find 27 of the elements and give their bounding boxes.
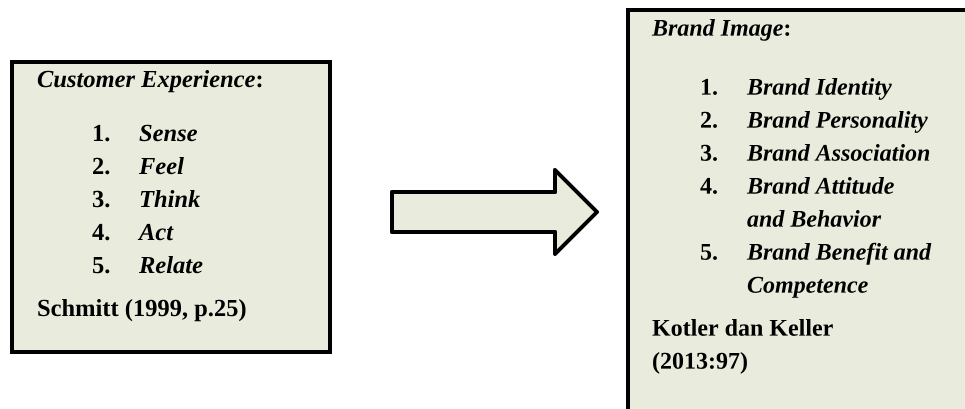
list-item: Act bbox=[138, 224, 174, 240]
list-item: Brand Attitude and Behavior bbox=[746, 177, 894, 227]
source-citation: Kotler dan Keller (2013:97) bbox=[652, 319, 833, 374]
box-heading: Customer Experience: bbox=[38, 70, 262, 92]
list-item: Brand Identity bbox=[746, 78, 892, 100]
list-number: 4. bbox=[92, 224, 110, 240]
list-item: Feel bbox=[138, 157, 184, 174]
list-number: 3. bbox=[700, 144, 717, 161]
text-box bbox=[626, 8, 965, 409]
list-number: 4. bbox=[700, 178, 717, 194]
box-heading: Brand Image: bbox=[652, 19, 790, 41]
list-number: 5. bbox=[93, 256, 110, 274]
list-number: 2. bbox=[93, 158, 110, 174]
list-number: 3. bbox=[92, 190, 110, 208]
text-box bbox=[10, 60, 332, 354]
list-number: 1. bbox=[702, 78, 717, 95]
list-item: Brand Benefit and Competence bbox=[746, 242, 932, 298]
list-item: Think bbox=[140, 190, 200, 207]
list-item: Relate bbox=[138, 256, 202, 274]
list-item: Brand Personality bbox=[746, 111, 928, 133]
list-number: 5. bbox=[700, 244, 717, 260]
list-item: Brand Association bbox=[746, 144, 930, 161]
block-arrow bbox=[390, 168, 599, 256]
list-item: Sense bbox=[139, 124, 197, 142]
list-number: 1. bbox=[94, 124, 110, 142]
source-citation: Schmitt (1999, p.25) bbox=[38, 299, 246, 322]
list-number: 2. bbox=[701, 112, 717, 128]
